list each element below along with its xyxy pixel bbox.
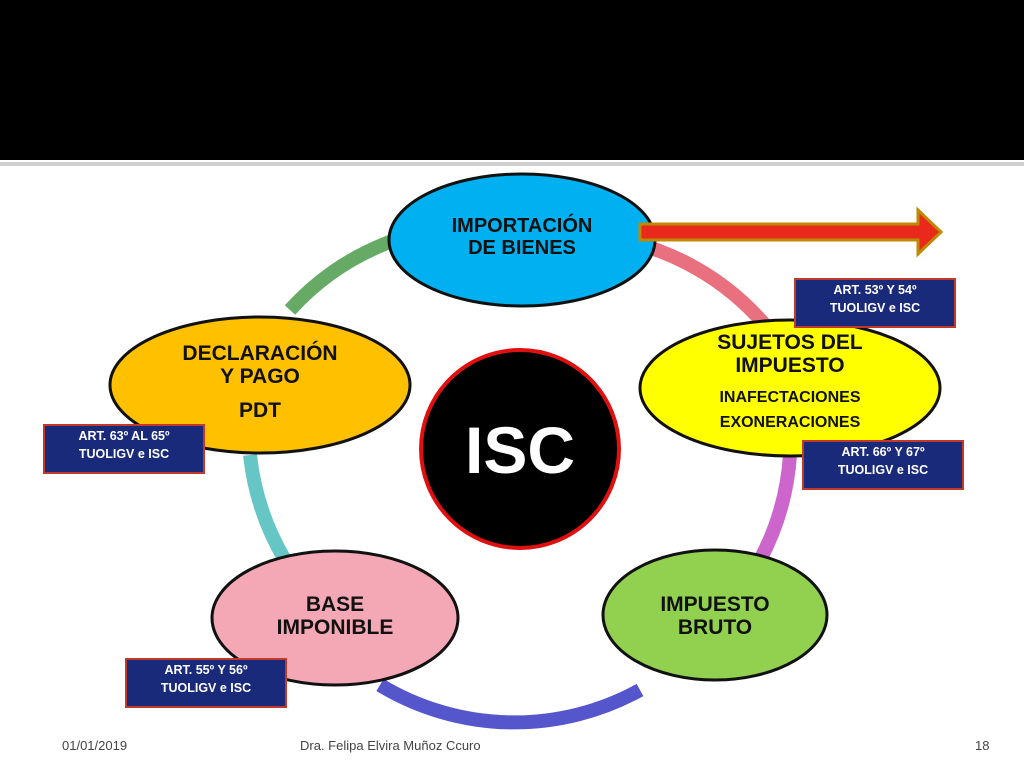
reference-art55: ART. 55º Y 56º TUOLIGV e ISC	[125, 658, 287, 708]
node-declaracion-oval	[108, 315, 412, 455]
reference-art55-line1: ART. 55º Y 56º	[164, 663, 248, 677]
footer-page-number: 18	[975, 738, 990, 753]
reference-art66-line1: ART. 66º Y 67º	[841, 445, 925, 459]
reference-art63-line2: TUOLIGV e ISC	[78, 446, 170, 461]
reference-art63-line1: ART. 63º AL 65º	[78, 429, 170, 443]
node-declaracion-line2: Y PAGO	[220, 364, 300, 388]
ring-segment-green	[284, 233, 398, 315]
reference-art63: ART. 63º AL 65º TUOLIGV e ISC	[43, 424, 205, 474]
node-impuesto-bruto-oval	[601, 548, 829, 682]
ring-segment-teal	[243, 454, 292, 564]
center-circle	[419, 348, 621, 550]
reference-art55-line2: TUOLIGV e ISC	[160, 680, 252, 695]
reference-art53-line1: ART. 53º Y 54º	[833, 283, 917, 297]
arrow-right	[638, 206, 944, 258]
reference-art66-line2: TUOLIGV e ISC	[837, 462, 929, 477]
ring-segment-purple	[753, 454, 797, 564]
reference-art53: ART. 53º Y 54º TUOLIGV e ISC	[794, 278, 956, 328]
node-sujetos-line1: SUJETOS DEL	[717, 331, 863, 354]
node-declaracion-line3: PDT	[239, 399, 281, 423]
node-base-imponible-line1: BASE	[305, 593, 365, 616]
node-sujetos-oval	[638, 318, 942, 458]
center-label: ISC	[464, 413, 576, 487]
node-declaracion: DECLARACIÓN Y PAGO PDT	[150, 342, 370, 423]
node-impuesto-bruto-line1: IMPUESTO	[660, 593, 770, 616]
title-rule	[0, 162, 1024, 166]
node-declaracion-line1: DECLARACIÓN	[182, 342, 338, 365]
node-impuesto-bruto-line2: BRUTO	[677, 615, 753, 639]
node-importacion: IMPORTACIÓN DE BIENES	[412, 215, 632, 259]
node-importacion-line1: IMPORTACIÓN	[451, 215, 593, 237]
node-sujetos-line2: IMPUESTO	[735, 353, 845, 377]
node-impuesto-bruto: IMPUESTO BRUTO	[615, 593, 815, 639]
footer-date: 01/01/2019	[62, 738, 128, 753]
reference-art53-line2: TUOLIGV e ISC	[829, 300, 921, 315]
node-base-imponible: BASE IMPONIBLE	[235, 593, 435, 639]
node-sujetos-line4: EXONERACIONES	[719, 413, 861, 431]
node-importacion-line2: DE BIENES	[468, 236, 576, 259]
node-sujetos: SUJETOS DEL IMPUESTO INAFECTACIONES EXON…	[680, 331, 900, 431]
reference-art66: ART. 66º Y 67º TUOLIGV e ISC	[802, 440, 964, 490]
title-band	[0, 0, 1024, 160]
node-base-imponible-oval	[210, 549, 460, 687]
footer-author: Dra. Felipa Elvira Muñoz Ccuro	[300, 738, 481, 753]
ring-segment-blue	[376, 679, 644, 730]
node-base-imponible-line2: IMPONIBLE	[276, 615, 394, 639]
node-sujetos-line3: INAFECTACIONES	[719, 389, 861, 407]
